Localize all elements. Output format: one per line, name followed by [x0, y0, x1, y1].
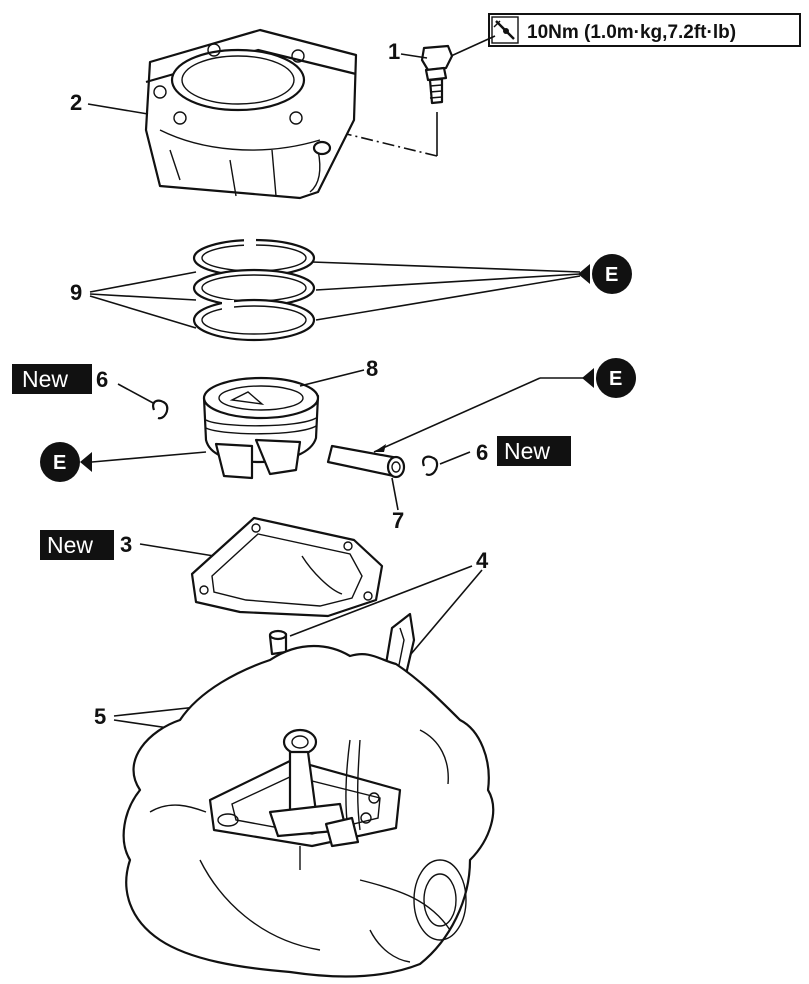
piston-pin-clip-right	[422, 455, 439, 476]
torque-spec-box: 10Nm (1.0m·kg,7.2ft·lb)	[488, 13, 801, 47]
svg-text:New: New	[504, 438, 550, 464]
new-tag-clip-right: New	[497, 436, 571, 466]
callout-6-right: 6	[476, 440, 488, 465]
oil-marker-rings: E	[605, 264, 618, 286]
cylinder	[144, 28, 358, 200]
callout-2: 2	[70, 90, 82, 115]
torque-wrench-icon	[491, 16, 519, 44]
engine-oil-icon: E	[582, 358, 636, 398]
new-tag-gasket: New	[40, 530, 114, 560]
svg-text:New: New	[47, 532, 93, 558]
cam-chain	[324, 739, 361, 848]
oil-marker-piston: E	[53, 452, 66, 474]
piston-pin	[326, 444, 406, 479]
oil-marker-pin: E	[609, 368, 622, 390]
callout-6-left: 6	[96, 367, 108, 392]
callout-7: 7	[392, 508, 404, 533]
svg-text:New: New	[22, 366, 68, 392]
engine-oil-icon: E	[40, 442, 92, 482]
torque-spec-text: 10Nm (1.0m·kg,7.2ft·lb)	[527, 22, 736, 43]
piston-rings	[192, 236, 316, 342]
new-tag-clip-left: New	[12, 364, 92, 394]
callout-8: 8	[366, 356, 378, 381]
dowel-pin	[268, 629, 288, 656]
cylinder-base-gasket	[190, 516, 384, 618]
callout-3: 3	[120, 532, 132, 557]
callout-1: 1	[388, 39, 400, 64]
piston	[202, 376, 320, 480]
piston-pin-clip-left	[152, 399, 169, 420]
callout-4: 4	[476, 548, 489, 573]
callout-5: 5	[94, 704, 106, 729]
callout-9: 9	[70, 280, 82, 305]
engine-oil-icon: E	[578, 254, 632, 294]
bolt	[420, 44, 454, 105]
